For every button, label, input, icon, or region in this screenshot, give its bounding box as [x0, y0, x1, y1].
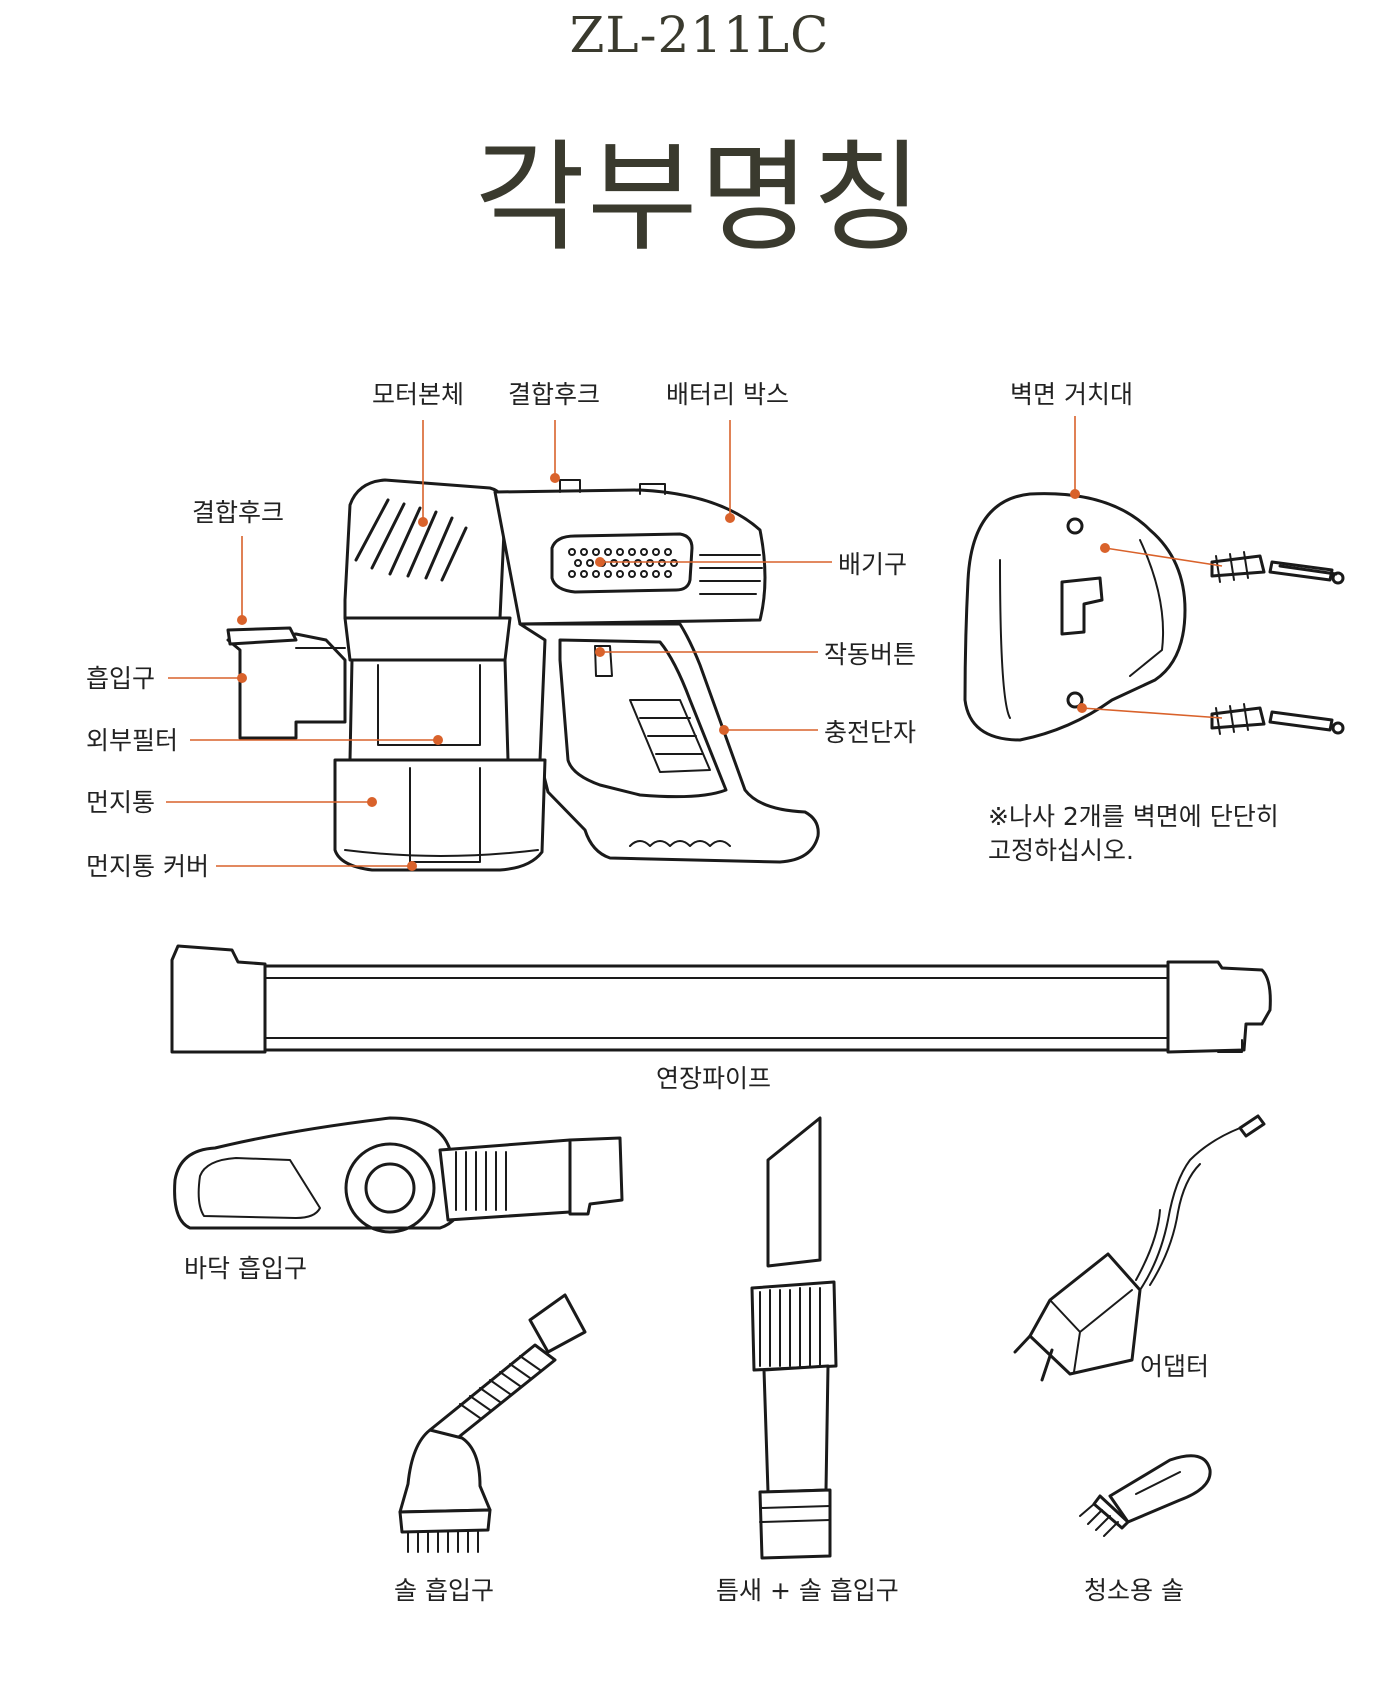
label-charging-terminal: 충전단자: [824, 718, 917, 747]
label-floor-nozzle: 바닥 흡입구: [184, 1254, 307, 1283]
wall-mount-leader-lines: [1070, 416, 1223, 719]
label-motor-body: 모터본체: [372, 380, 465, 409]
label-extension-pipe: 연장파이프: [656, 1064, 772, 1093]
model-number: ZL-211LC: [569, 6, 830, 64]
label-crevice-brush-nozzle: 틈새 + 솔 흡입구: [716, 1576, 899, 1605]
main-unit-leader-lines: [166, 420, 832, 871]
vacuum-main-unit: [226, 478, 820, 872]
cleaning-brush: [1079, 1454, 1212, 1537]
label-battery-box: 배터리 박스: [666, 380, 789, 409]
label-coupling-hook-top: 결합후크: [508, 380, 601, 409]
label-exhaust: 배기구: [838, 550, 908, 579]
label-dust-bin-cover: 먼지통 커버: [86, 852, 209, 881]
crevice-brush-nozzle: [750, 1116, 838, 1560]
label-wall-mount: 벽면 거치대: [1010, 380, 1133, 409]
label-cleaning-brush: 청소용 솔: [1084, 1576, 1184, 1605]
extension-pipe: [170, 944, 1272, 1054]
label-dust-bin: 먼지통: [86, 788, 156, 817]
floor-nozzle: [173, 1116, 624, 1234]
label-brush-nozzle: 솔 흡입구: [394, 1576, 494, 1605]
adapter: [1013, 1114, 1266, 1382]
label-coupling-hook-left: 결합후크: [192, 498, 285, 527]
label-adapter: 어댑터: [1140, 1352, 1210, 1381]
label-power-button: 작동버튼: [824, 640, 917, 669]
label-outer-filter: 외부필터: [86, 726, 179, 755]
label-suction-inlet: 흡입구: [86, 664, 156, 693]
wall-mount-bracket: [963, 492, 1345, 742]
wall-mount-note-line1: ※나사 2개를 벽면에 단단히: [988, 802, 1279, 831]
page-title: 각부명칭: [474, 129, 925, 268]
wall-mount-note-line2: 고정하십시오.: [988, 836, 1134, 865]
brush-nozzle: [398, 1293, 587, 1553]
